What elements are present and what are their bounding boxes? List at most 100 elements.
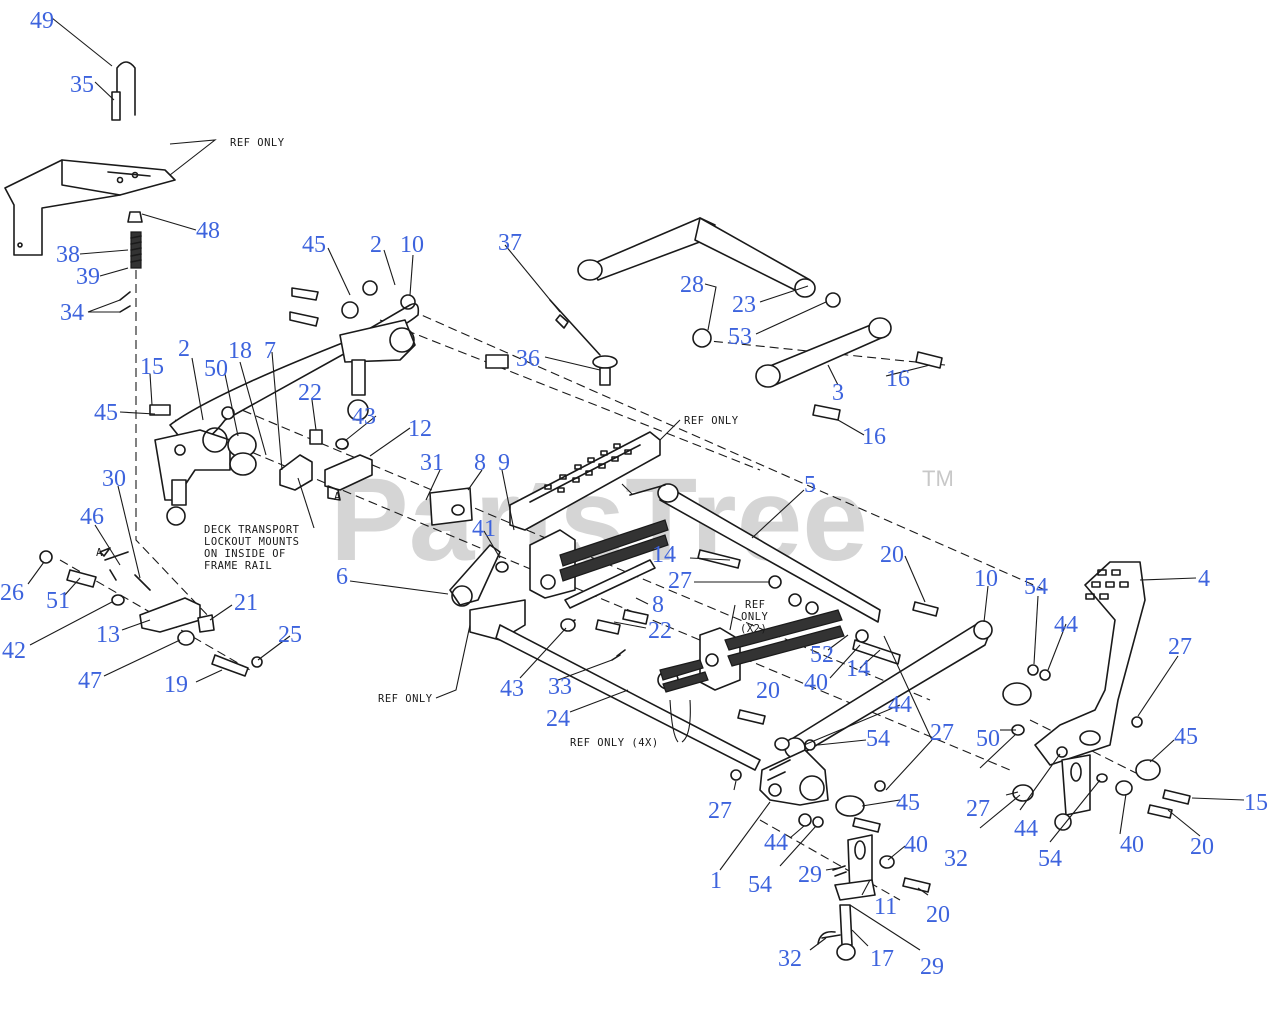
callout-3: 3 — [832, 380, 844, 406]
notes: REF ONLY REF ONLY REF ONLY REF ONLY (X2)… — [96, 137, 768, 749]
callout-51: 51 — [46, 588, 70, 614]
hardware — [39, 438, 1191, 893]
callout-52: 52 — [810, 642, 834, 668]
upper-arm-bracket — [339, 280, 416, 421]
callout-26: 26 — [0, 580, 24, 606]
callout-6: 6 — [336, 564, 348, 590]
lever-and-shaft — [449, 544, 761, 771]
callout-54-d: 54 — [1038, 846, 1062, 872]
callout-27-c: 27 — [930, 720, 954, 746]
callout-17: 17 — [870, 946, 894, 972]
link-3 — [755, 317, 943, 421]
note-deck-3: ON INSIDE OF — [204, 548, 286, 560]
callout-46: 46 — [80, 504, 104, 530]
callout-50-b: 50 — [976, 726, 1000, 752]
callout-15-a: 15 — [140, 354, 164, 380]
callout-2-b: 2 — [178, 336, 190, 362]
u-pin — [111, 61, 136, 121]
deck-bracket — [509, 431, 661, 531]
callout-43-b: 43 — [500, 676, 524, 702]
callout-36: 36 — [516, 346, 540, 372]
callout-33: 33 — [548, 674, 572, 700]
callout-10-b: 10 — [974, 566, 998, 592]
callout-45-d: 45 — [896, 790, 920, 816]
callout-8-b: 8 — [652, 592, 664, 618]
link-23 — [577, 217, 841, 348]
hairpins — [119, 291, 131, 313]
callout-27-d: 27 — [708, 798, 732, 824]
callout-44-d: 44 — [1014, 816, 1038, 842]
bushings — [227, 432, 1032, 706]
left-linkage — [99, 547, 215, 633]
callout-29-b: 29 — [920, 954, 944, 980]
callout-45-c: 45 — [1174, 724, 1198, 750]
ref-4x-brace — [669, 699, 691, 743]
callout-40-c: 40 — [1120, 832, 1144, 858]
callout-43-a: 43 — [352, 404, 376, 430]
trademark: TM — [922, 466, 954, 491]
callouts: 49 35 48 38 39 34 45 2 10 18 7 15 2 50 4… — [0, 8, 1268, 980]
lower-brackets — [834, 754, 1091, 901]
callout-27-a: 27 — [668, 568, 692, 594]
callout-16-b: 16 — [862, 424, 886, 450]
note-ref-only-bracket: REF ONLY — [684, 415, 739, 427]
arm-1 — [759, 749, 829, 806]
callout-47: 47 — [78, 668, 102, 694]
callout-8-a: 8 — [474, 450, 486, 476]
callout-20-a: 20 — [880, 542, 904, 568]
callout-40-a: 40 — [804, 670, 828, 696]
main-shaft — [629, 483, 881, 623]
callout-20-d: 20 — [1190, 834, 1214, 860]
callout-27-e: 27 — [966, 796, 990, 822]
note-ref-only-x2-1: REF — [745, 599, 765, 611]
callout-45-b: 45 — [94, 400, 118, 426]
callout-44-b: 44 — [888, 692, 912, 718]
callout-4: 4 — [1198, 566, 1210, 592]
callout-14-a: 14 — [652, 542, 676, 568]
right-plate — [1034, 561, 1146, 766]
callout-35: 35 — [70, 72, 94, 98]
callout-28: 28 — [680, 272, 704, 298]
leader-lines — [27, 17, 1245, 951]
callout-32-a: 32 — [778, 946, 802, 972]
callout-21: 21 — [234, 590, 258, 616]
callout-24: 24 — [546, 706, 570, 732]
callout-53: 53 — [728, 324, 752, 350]
callout-39: 39 — [76, 264, 100, 290]
callout-18: 18 — [228, 338, 252, 364]
callout-50-a: 50 — [204, 356, 228, 382]
callout-2-a: 2 — [370, 232, 382, 258]
callout-15-b: 15 — [1244, 790, 1268, 816]
callout-30: 30 — [102, 466, 126, 492]
callout-54-c: 54 — [748, 872, 772, 898]
detail-mark-a-2: A — [96, 547, 103, 559]
callout-49: 49 — [30, 8, 54, 34]
callout-45-a: 45 — [302, 232, 326, 258]
callout-29-a: 29 — [798, 862, 822, 888]
callout-14-b: 14 — [846, 656, 870, 682]
spring-bracket-left — [429, 487, 669, 609]
callout-19: 19 — [164, 672, 188, 698]
callout-27-b: 27 — [1168, 634, 1192, 660]
callout-48: 48 — [196, 218, 220, 244]
note-ref-only-4x: REF ONLY (4X) — [570, 737, 659, 749]
callout-20-c: 20 — [926, 902, 950, 928]
callout-37: 37 — [498, 230, 522, 256]
note-deck-1: DECK TRANSPORT — [204, 524, 300, 536]
note-ref-only-top: REF ONLY — [230, 137, 285, 149]
note-ref-only-x2-3: (X2) — [740, 623, 767, 635]
callout-42: 42 — [2, 638, 26, 664]
callout-20-b: 20 — [756, 678, 780, 704]
callout-41: 41 — [472, 516, 496, 542]
callout-54-a: 54 — [1024, 574, 1048, 600]
bolts-upper — [149, 287, 509, 445]
callout-5: 5 — [804, 472, 816, 498]
callout-34: 34 — [60, 300, 84, 326]
callout-25: 25 — [278, 622, 302, 648]
top-bracket — [4, 159, 176, 256]
callout-38: 38 — [56, 242, 80, 268]
note-deck-4: FRAME RAIL — [204, 560, 272, 572]
callout-44-c: 44 — [764, 830, 788, 856]
callout-13: 13 — [96, 622, 120, 648]
